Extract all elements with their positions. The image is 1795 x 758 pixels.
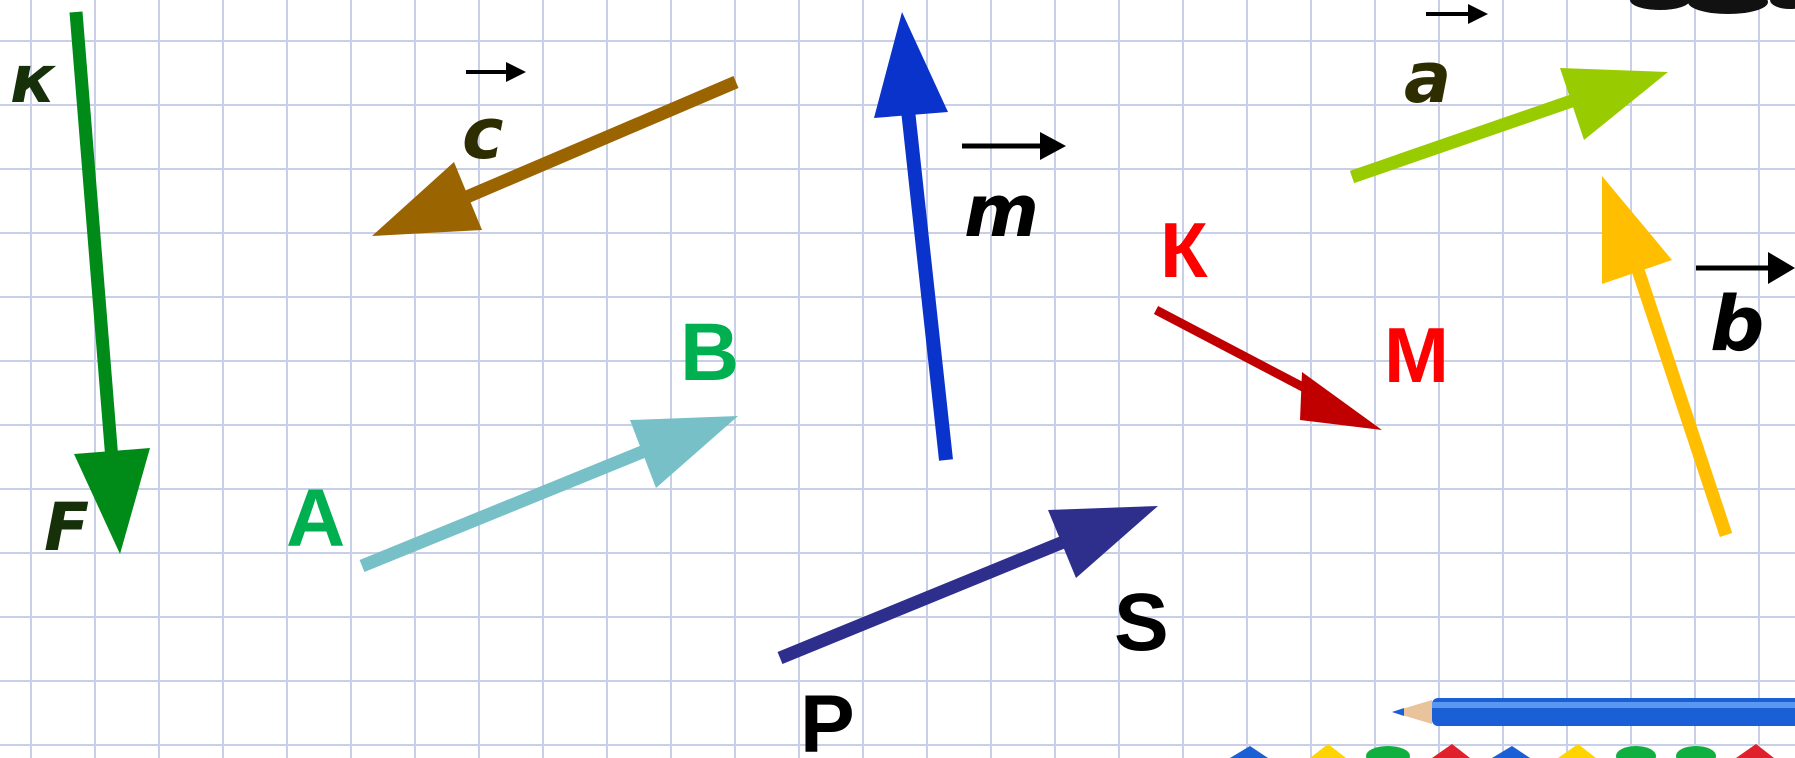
arrow-ab: [359, 416, 738, 573]
arrow-c: [372, 76, 739, 236]
label-k-red: К: [1160, 206, 1208, 294]
label-f-green: F: [44, 489, 89, 566]
arrow-km: [1153, 306, 1382, 430]
arrow-b: [1602, 176, 1733, 538]
partial-decoration-icon: [1630, 0, 1795, 14]
arrow-kf: [69, 11, 150, 554]
arrow-m: [874, 12, 953, 461]
arrow-a: [1349, 68, 1668, 184]
label-point-s: S: [1114, 577, 1169, 668]
label-c: c: [462, 93, 504, 175]
label-k-green: к: [10, 41, 57, 118]
vector-c-overarrow-icon: [466, 62, 526, 82]
decorative-shapes-icon: [1230, 744, 1774, 758]
label-point-b: B: [680, 307, 739, 398]
pencil-icon: [1392, 698, 1795, 726]
vector-a-overarrow-icon: [1426, 4, 1488, 24]
arrow-ps: [777, 506, 1158, 665]
vector-b-overarrow-icon: [1696, 252, 1795, 284]
vector-m-overarrow-icon: [962, 132, 1066, 160]
label-point-a: A: [286, 473, 345, 564]
label-m-red: М: [1384, 311, 1449, 399]
label-point-p: P: [800, 679, 855, 758]
label-b: b: [1710, 279, 1764, 368]
label-m: m: [964, 169, 1039, 253]
label-a: a: [1404, 37, 1451, 119]
